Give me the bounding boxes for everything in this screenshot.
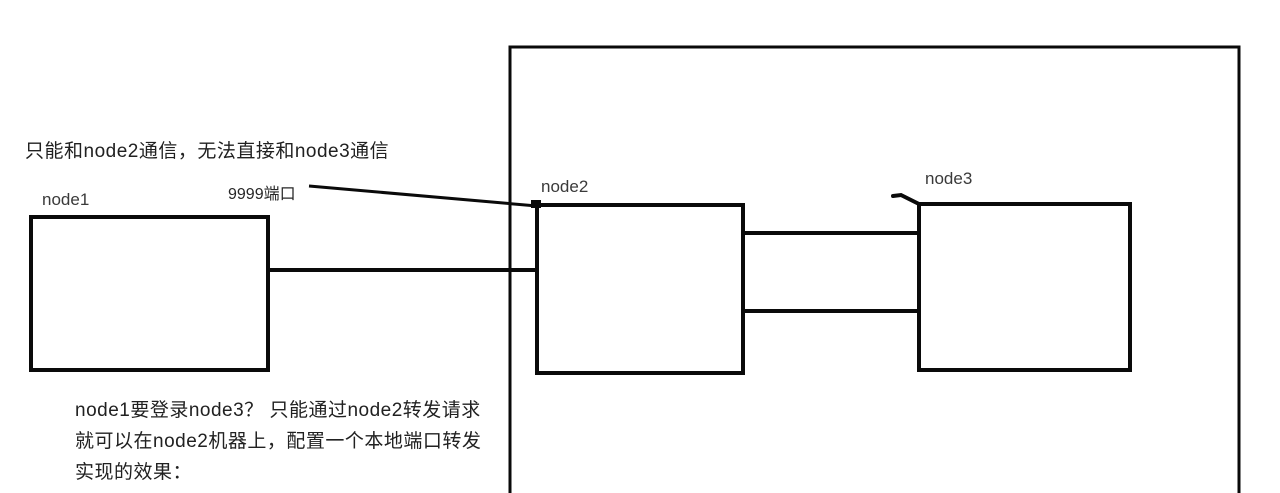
network-boundary-box	[508, 45, 1241, 493]
top-note-text: 只能和node2通信，无法直接和node3通信	[25, 141, 390, 162]
bottom-note-line-3: 实现的效果：	[75, 462, 193, 483]
node3-box	[917, 202, 1132, 372]
bottom-note-line-2: 就可以在node2机器上，配置一个本地端口转发	[75, 431, 482, 452]
node1-label: node1	[42, 190, 90, 209]
port-leader-line	[308, 184, 538, 208]
node3-leader-tick	[891, 192, 921, 206]
node2-box	[535, 203, 745, 375]
port-leader-endpoint	[531, 200, 541, 208]
bottom-note-line-1: node1要登录node3？ 只能通过node2转发请求	[75, 400, 481, 421]
node1-box	[29, 215, 270, 372]
bottom-note-text: node1要登录node3？ 只能通过node2转发请求 就可以在node2机器…	[75, 395, 481, 488]
port-9999-label: 9999端口	[228, 186, 296, 203]
node2-label: node2	[541, 177, 589, 196]
node3-label: node3	[925, 169, 973, 188]
